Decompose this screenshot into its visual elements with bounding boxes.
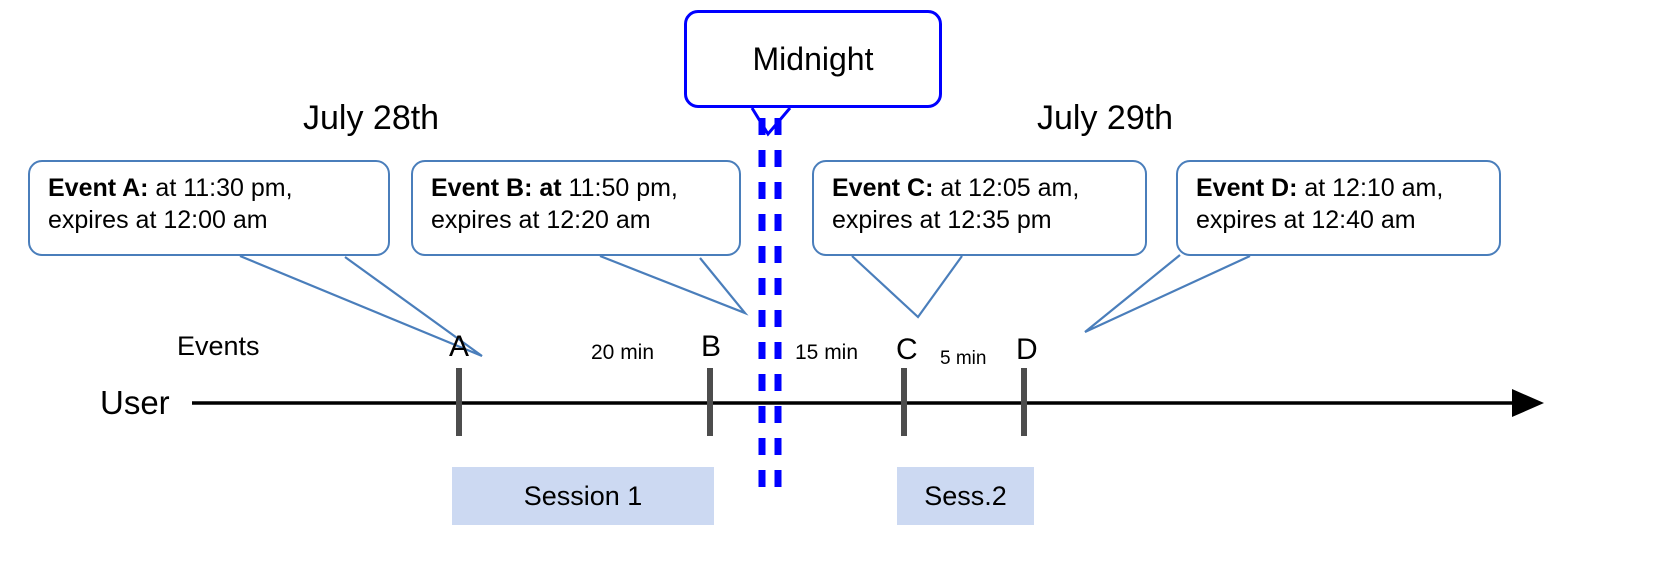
- session-1-label: Session 1: [523, 480, 643, 511]
- callout-event-c-line2: expires at 12:35 pm: [832, 206, 1052, 234]
- callout-event-b-line2: expires at 12:20 am: [431, 206, 651, 234]
- leader-line-event-a: [239, 254, 483, 358]
- date-label-july-29: July 29th: [1037, 99, 1174, 137]
- callout-event-a-line1: Event A: at 11:30 pm,: [48, 172, 374, 204]
- session-box-sess-2: Sess.2: [897, 467, 1034, 525]
- midnight-tail: [750, 107, 792, 137]
- event-letter-b: B: [701, 330, 722, 363]
- event-letter-c: C: [896, 333, 918, 366]
- callout-event-d-line2: expires at 12:40 am: [1196, 206, 1416, 234]
- tick-event-a: [456, 368, 462, 436]
- gap-label-20-min: 20 min: [591, 341, 655, 364]
- leader-line-event-d: [1084, 254, 1251, 333]
- row-label-user: User: [100, 384, 170, 421]
- callout-event-d-line1: Event D: at 12:10 am,: [1196, 172, 1485, 204]
- tick-event-b: [707, 368, 713, 436]
- callout-event-b: Event B: at 11:50 pm, expires at 12:20 a…: [411, 160, 741, 256]
- event-letter-d: D: [1016, 333, 1038, 366]
- row-label-events: Events: [177, 331, 260, 361]
- callout-event-a: Event A: at 11:30 pm, expires at 12:00 a…: [28, 160, 390, 256]
- callout-event-c-line1: Event C: at 12:05 am,: [832, 172, 1131, 204]
- midnight-label: Midnight: [752, 40, 874, 77]
- callout-event-a-bold: Event A:: [48, 174, 149, 202]
- tick-event-d: [1021, 368, 1027, 436]
- callout-event-c-bold: Event C:: [832, 174, 934, 202]
- gap-label-5-min: 5 min: [940, 348, 987, 369]
- gap-label-15-min: 15 min: [795, 341, 859, 364]
- session-box-session-1: Session 1: [452, 467, 714, 525]
- callout-event-d-bold: Event D:: [1196, 174, 1298, 202]
- timeline-arrowhead: [1512, 389, 1544, 417]
- callout-event-d-rest: at 12:10 am,: [1297, 174, 1444, 202]
- leader-line-event-c: [851, 255, 963, 319]
- session-2-label: Sess.2: [924, 480, 1007, 511]
- leader-line-event-b: [599, 254, 749, 316]
- callout-event-c-rest: at 12:05 am,: [933, 174, 1080, 202]
- callout-event-b-line1: Event B: at 11:50 pm,: [431, 172, 725, 204]
- callout-event-a-rest: at 11:30 pm,: [148, 174, 293, 202]
- callout-event-b-bold: Event B: at: [431, 174, 562, 202]
- midnight-callout: Midnight: [684, 10, 942, 108]
- callout-event-c: Event C: at 12:05 am, expires at 12:35 p…: [812, 160, 1147, 256]
- callout-event-d: Event D: at 12:10 am, expires at 12:40 a…: [1176, 160, 1501, 256]
- callout-event-a-line2: expires at 12:00 am: [48, 206, 268, 234]
- date-label-july-28: July 28th: [303, 99, 440, 137]
- callout-event-b-rest: 11:50 pm,: [561, 174, 678, 202]
- tick-event-c: [901, 368, 907, 436]
- event-letter-a: A: [449, 330, 470, 363]
